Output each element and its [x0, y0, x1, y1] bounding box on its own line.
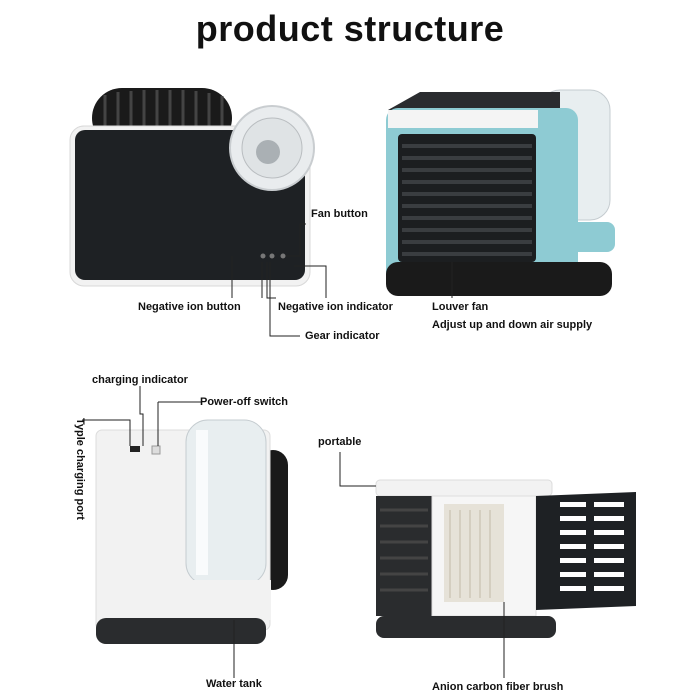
open-door-grille [536, 492, 636, 610]
usb-port [130, 446, 140, 452]
left-panel [376, 496, 432, 616]
charging-indicator-label: charging indicator [92, 374, 188, 386]
power-off-switch-label: Power-off switch [200, 396, 289, 408]
page-title: product structure [195, 8, 505, 49]
filter-core [444, 504, 504, 602]
negative-ion-indicator-label: Negative ion indicator [278, 301, 393, 313]
panel-button-3 [280, 253, 286, 259]
water-tank-label: Water tank [206, 678, 262, 690]
gear-indicator-label: Gear indicator [305, 330, 380, 342]
louver-desc-label: Adjust up and down air supply [432, 319, 593, 331]
panel-button-2 [269, 253, 275, 259]
fan-button-label: Fan button [311, 208, 368, 220]
anion-brush-label: Anion carbon fiber brush [432, 681, 564, 693]
louver-fan-label: Louver fan [432, 301, 489, 313]
front-view-device [386, 89, 615, 296]
power-switch [151, 445, 161, 455]
open-view-device [375, 479, 636, 638]
charging-port-label: Typle charging port [74, 418, 86, 520]
portable-label: portable [318, 436, 362, 448]
top-view-device [69, 88, 315, 287]
side-view-device [95, 419, 288, 644]
negative-ion-button-label: Negative ion button [138, 301, 241, 313]
panel-button-1 [260, 253, 266, 259]
